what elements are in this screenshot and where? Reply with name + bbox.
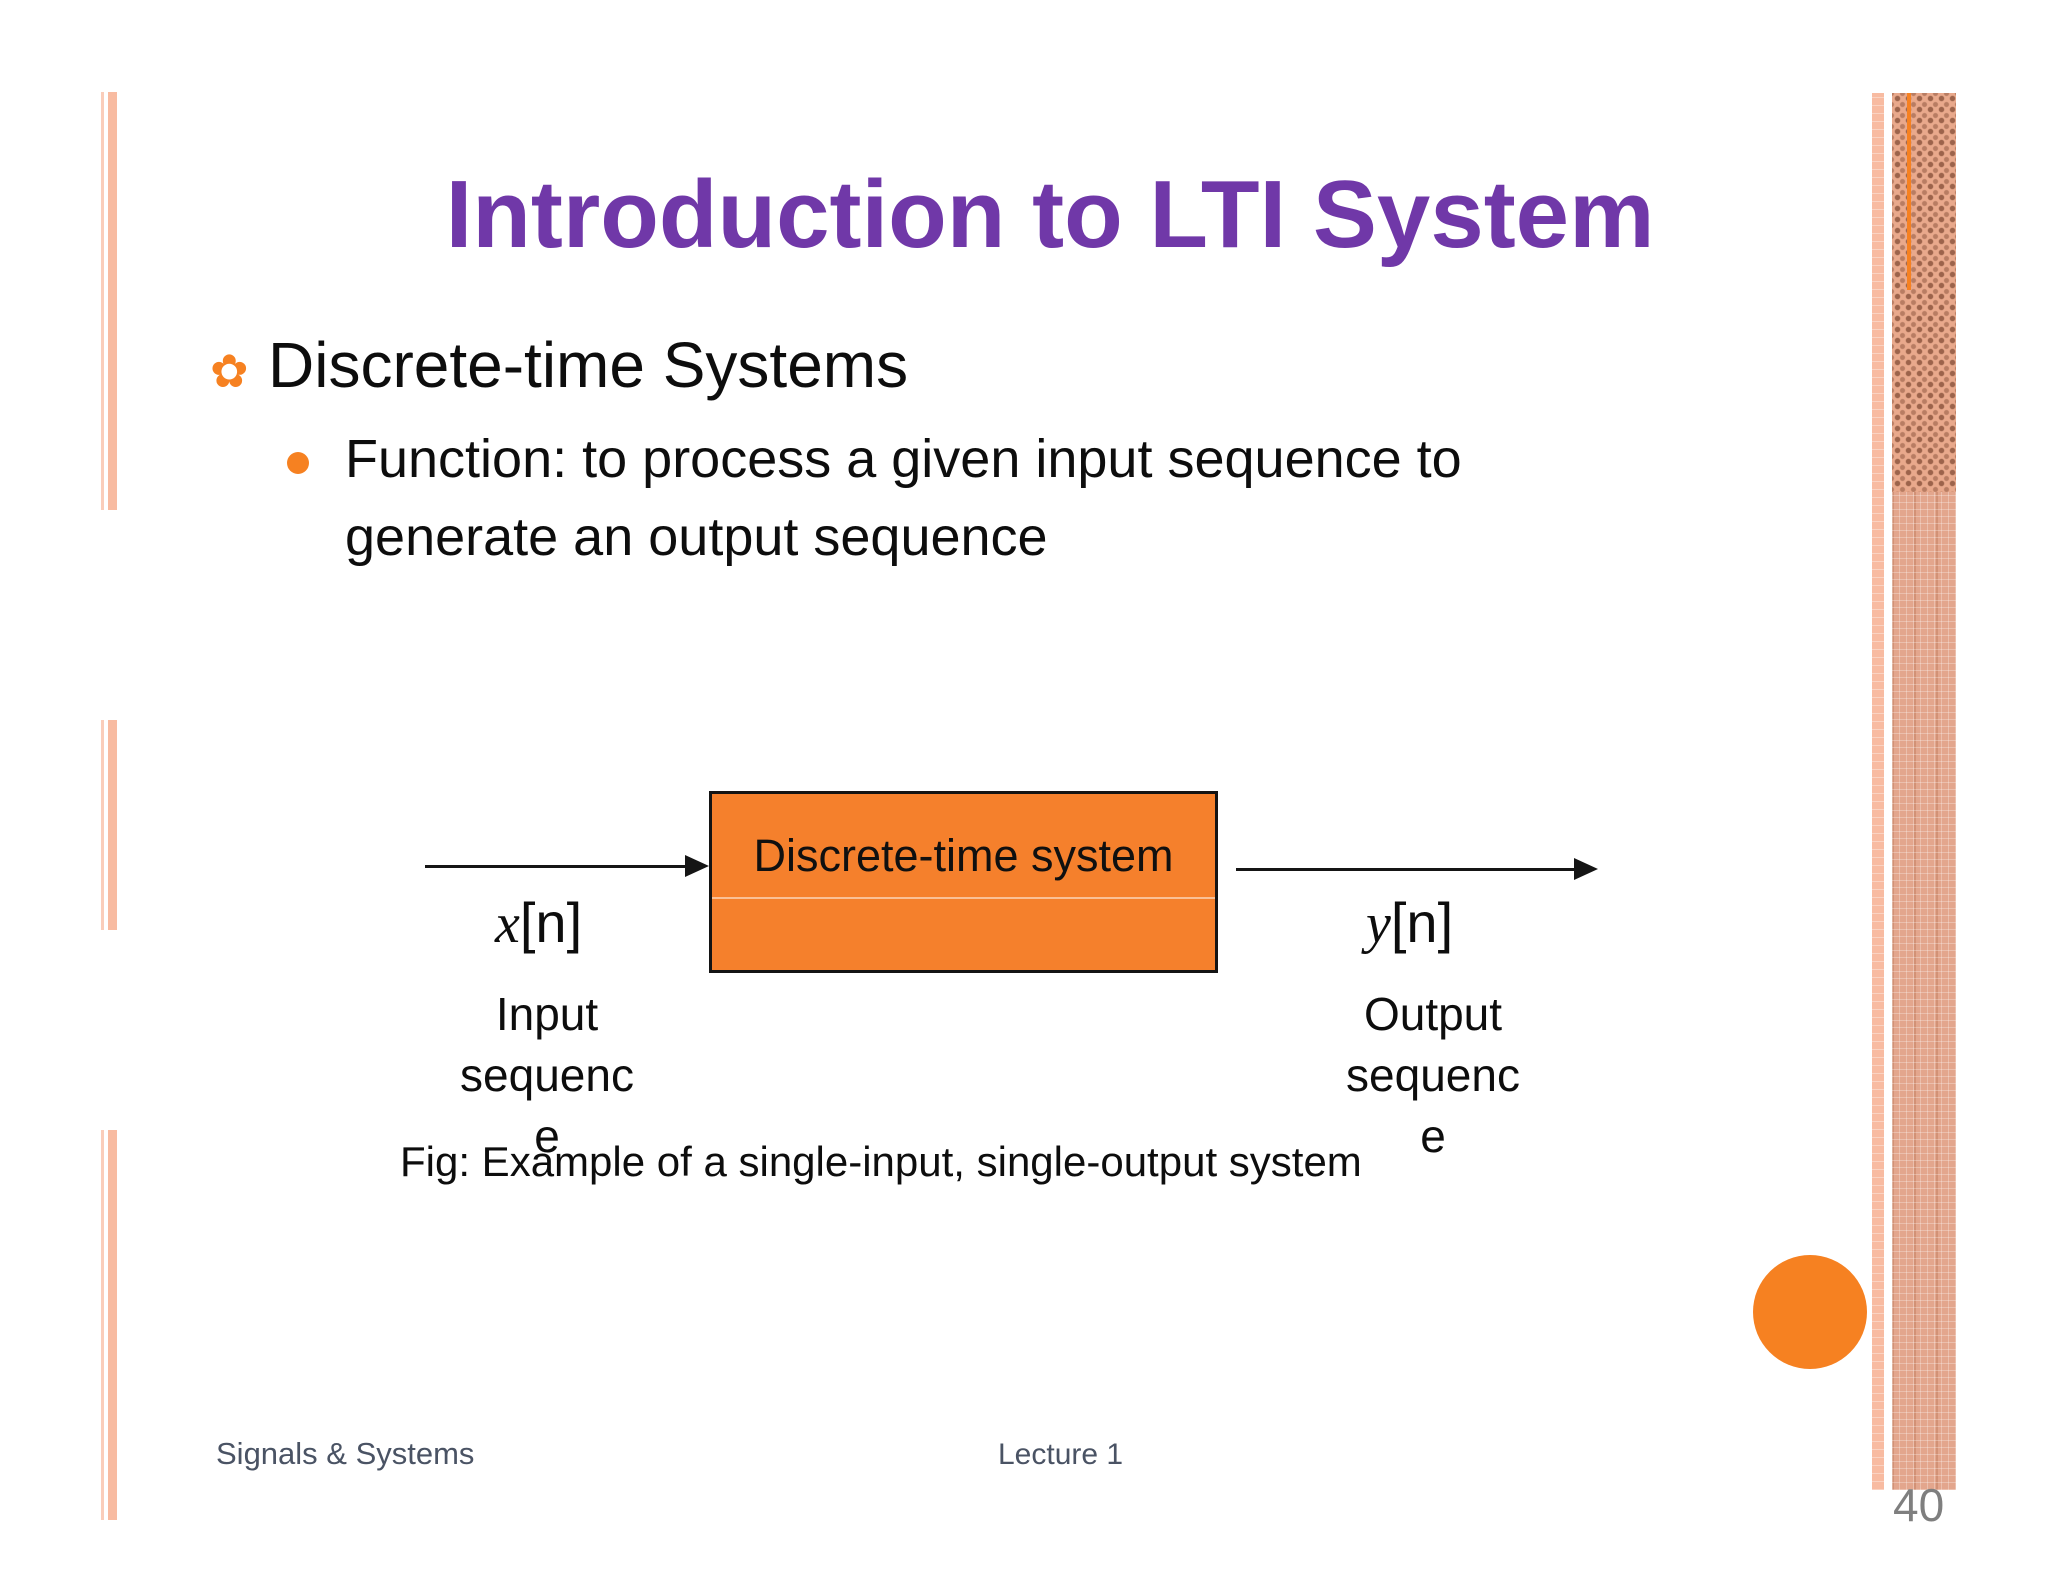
input-signal-index: [n] — [519, 891, 583, 954]
output-arrowhead-icon — [1574, 858, 1598, 880]
input-arrow-line — [425, 865, 687, 868]
right-textured-band-bottom — [1892, 492, 1956, 1490]
output-sequence-line-3: e — [1420, 1110, 1446, 1162]
input-arrowhead-icon — [685, 855, 709, 877]
input-sequence-line-1: Input — [495, 988, 599, 1040]
left-stripe-segment-bottom — [101, 1130, 117, 1520]
output-signal-index: [n] — [1390, 891, 1454, 954]
discrete-time-system-box: Discrete-time system — [709, 791, 1218, 973]
figure-caption: Fig: Example of a single-input, single-o… — [400, 1138, 1362, 1185]
input-signal-label: x[n] — [495, 890, 582, 956]
input-sequence-line-3: e — [534, 1110, 560, 1162]
system-box-sheen-line — [712, 897, 1215, 899]
page-number: 40 — [1893, 1479, 1945, 1531]
sub-bullet-function-text: Function: to process a given input seque… — [345, 420, 1462, 576]
output-signal-label: y[n] — [1366, 890, 1453, 956]
left-stripe-segment-middle — [101, 720, 117, 930]
orange-circle-decoration — [1753, 1255, 1867, 1369]
system-box-label: Discrete-time system — [753, 830, 1174, 881]
right-thin-stripe — [1872, 93, 1884, 1490]
left-stripe-segment-top — [101, 92, 117, 510]
sub-bullet-dot-icon — [287, 452, 309, 474]
bullet-discrete-time-systems: Discrete-time Systems — [268, 329, 909, 401]
output-sequence-line-2: sequenc — [1346, 1049, 1520, 1101]
input-sequence-label: Input sequenc e — [440, 984, 654, 1167]
slide-title: Introduction to LTI System — [445, 161, 1655, 268]
output-arrow-line — [1236, 868, 1576, 871]
right-band-accent-line — [1907, 93, 1911, 290]
footer-lecture-number: Lecture 1 — [998, 1438, 1124, 1471]
output-sequence-label: Output sequenc e — [1326, 984, 1540, 1167]
output-signal-variable: y — [1366, 893, 1391, 955]
flower-bullet-icon: ✿ — [210, 345, 249, 397]
input-sequence-line-2: sequenc — [460, 1049, 634, 1101]
sub-bullet-line-1: Function: to process a given input seque… — [345, 429, 1462, 489]
sub-bullet-line-2: generate an output sequence — [345, 507, 1048, 567]
input-signal-variable: x — [495, 893, 520, 955]
output-sequence-line-1: Output — [1363, 988, 1503, 1040]
right-textured-band-top — [1892, 93, 1956, 492]
footer-course-name: Signals & Systems — [216, 1436, 475, 1471]
